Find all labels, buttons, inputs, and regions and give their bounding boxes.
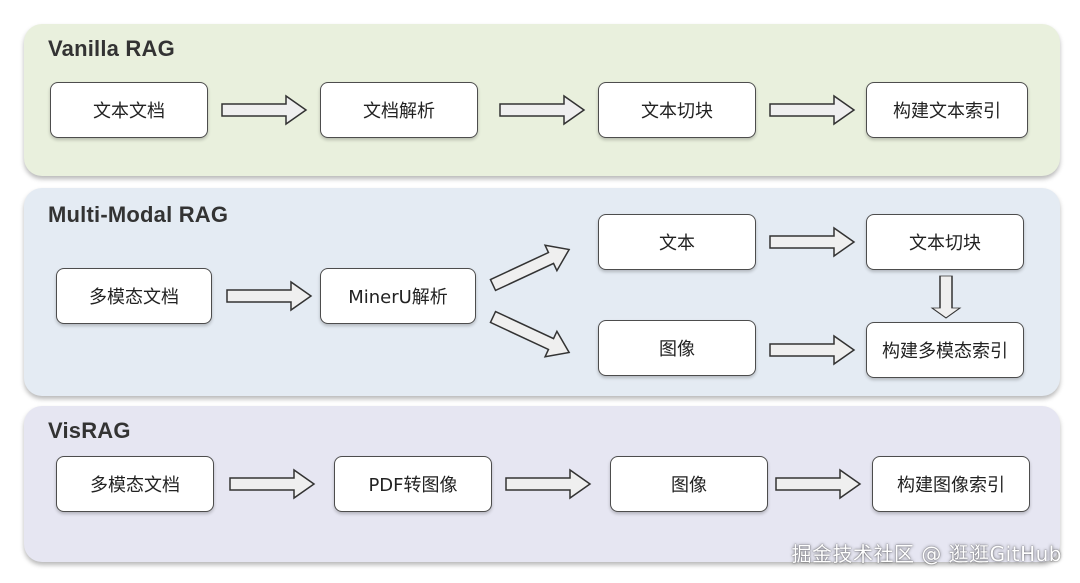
watermark: 掘金技术社区 @ 逛逛GitHub [791,542,1062,566]
vanilla-rag-title: Vanilla RAG [48,36,175,61]
vanilla-step-build-text-index: 构建文本索引 [866,82,1028,138]
visrag-step-document: 多模态文档 [56,456,214,512]
multimodal-step-build-multimodal-index: 构建多模态索引 [866,322,1024,378]
multimodal-step-text-chunking: 文本切块 [866,214,1024,270]
vanilla-step-text-chunking: 文本切块 [598,82,756,138]
multimodal-rag-title: Multi-Modal RAG [48,202,229,227]
multimodal-step-mineru-parsing: MinerU解析 [320,268,476,324]
visrag-title: VisRAG [48,418,131,443]
vanilla-step-document-parsing: 文档解析 [320,82,478,138]
visrag-step-pdf-to-image: PDF转图像 [334,456,492,512]
vanilla-step-text-document: 文本文档 [50,82,208,138]
multimodal-step-document: 多模态文档 [56,268,212,324]
visrag-step-build-image-index: 构建图像索引 [872,456,1030,512]
multimodal-step-image: 图像 [598,320,756,376]
visrag-step-image: 图像 [610,456,768,512]
multimodal-step-text: 文本 [598,214,756,270]
